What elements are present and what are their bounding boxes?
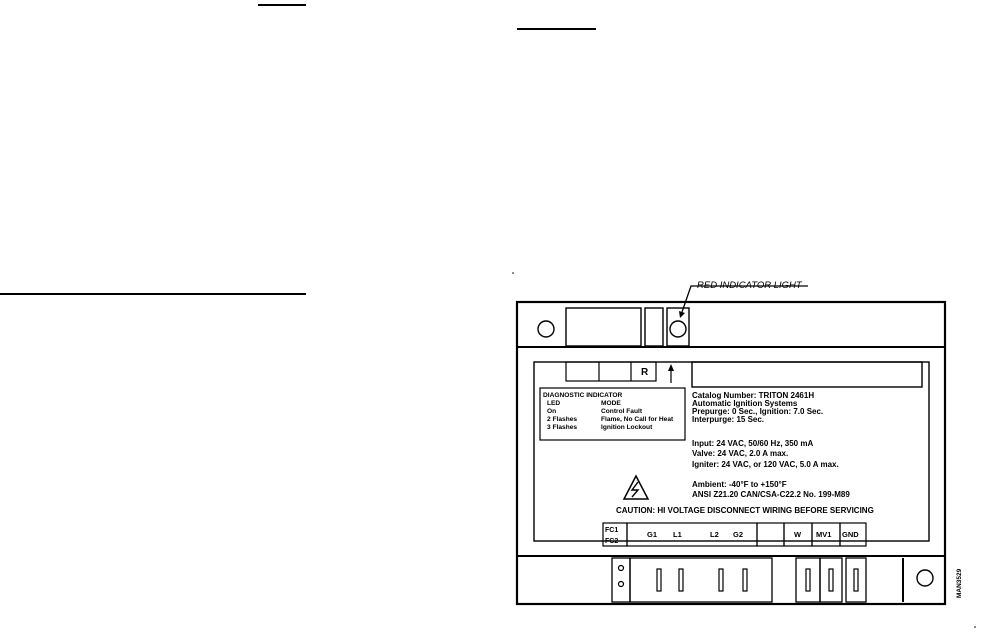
- diag-row-3-led: 3 Flashes: [547, 424, 577, 431]
- red-indicator-callout: RED INDICATOR LIGHT: [679, 280, 808, 318]
- gnd-terminal-block: [845, 557, 867, 603]
- spec-line-11: ANSI Z21.20 CAN/CSA-C22.2 No. 199-M89: [692, 490, 850, 499]
- diag-col-mode: MODE: [601, 400, 621, 407]
- terminal-block-blank: [756, 522, 785, 547]
- catalog-window: [691, 361, 923, 388]
- speck-right: [974, 626, 976, 628]
- diag-col-led: LED: [547, 400, 560, 407]
- terminal-g1: G1: [647, 530, 657, 539]
- fc1-jack: [617, 564, 625, 572]
- diag-row-1-led: On: [547, 408, 556, 415]
- r-label: R: [641, 367, 649, 378]
- spade-w: [805, 568, 811, 592]
- spade-gnd: [853, 568, 859, 592]
- spec-line-1: Catalog Number: TRITON 2461H: [692, 391, 814, 400]
- spade-mv1: [828, 568, 834, 592]
- spec-line-6: Input: 24 VAC, 50/60 Hz, 350 mA: [692, 439, 813, 448]
- diag-row-1-mode: Control Fault: [601, 408, 643, 415]
- spec-line-10: Ambient: -40°F to +150°F: [692, 480, 787, 489]
- diag-row-3-mode: Ignition Lockout: [601, 424, 653, 431]
- diagnostic-table: [539, 387, 686, 441]
- diag-header: DIAGNOSTIC INDICATOR: [543, 392, 622, 399]
- spec-line-4: Interpurge: 15 Sec.: [692, 415, 764, 424]
- fc-jack-block: [611, 557, 631, 603]
- terminal-l1: L1: [673, 530, 682, 539]
- hi-voltage-warning-icon: [622, 474, 650, 500]
- r-connector-box: [565, 361, 657, 382]
- panel-indicator-arrow: [668, 364, 674, 383]
- red-indicator-label: RED INDICATOR LIGHT: [697, 280, 803, 291]
- terminal-l2: L2: [710, 530, 719, 539]
- spec-line-8: Igniter: 24 VAC, or 120 VAC, 5.0 A max.: [692, 460, 839, 469]
- spec-line-7: Valve: 24 VAC, 2.0 A max.: [692, 449, 788, 458]
- diag-row-2-led: 2 Flashes: [547, 416, 577, 423]
- spade-g1: [656, 568, 662, 592]
- mount-screw-bottom-right: [916, 569, 934, 587]
- red-indicator-light: [669, 320, 687, 338]
- figure-id: MAN3529: [956, 568, 963, 598]
- top-connector-slot: [644, 307, 664, 347]
- main-terminal-strip: [629, 557, 773, 603]
- mv1-terminal-block: [819, 557, 843, 603]
- terminal-fc2: FC2: [605, 538, 618, 545]
- diag-row-2-mode: Flame, No Call for Heat: [601, 416, 674, 423]
- spec-line-2: Automatic Ignition Systems: [692, 399, 798, 408]
- left-top-rule: [258, 4, 306, 6]
- terminal-gnd: GND: [842, 530, 859, 539]
- speck-left: [512, 272, 514, 274]
- terminal-g2: G2: [733, 530, 743, 539]
- spec-line-3: Prepurge: 0 Sec., Ignition: 7.0 Sec.: [692, 407, 823, 416]
- caution-text: CAUTION: HI VOLTAGE DISCONNECT WIRING BE…: [616, 506, 874, 515]
- bottom-right-divider: [902, 558, 904, 602]
- terminal-block-gnd: [839, 522, 867, 547]
- control-housing: [515, 300, 947, 606]
- right-top-rule: [517, 28, 596, 30]
- indicator-light-housing: [666, 307, 690, 347]
- fc2-jack: [617, 580, 625, 588]
- terminal-mv1: MV1: [816, 530, 831, 539]
- terminal-fc1: FC1: [605, 527, 618, 534]
- spade-g2: [742, 568, 748, 592]
- top-connector-block: [565, 307, 642, 347]
- spade-l2: [718, 568, 724, 592]
- left-section-rule: [0, 293, 306, 295]
- w-terminal-block: [795, 557, 821, 603]
- mount-screw-top-left: [537, 320, 555, 338]
- spade-l1: [678, 568, 684, 592]
- terminal-w: W: [794, 530, 802, 539]
